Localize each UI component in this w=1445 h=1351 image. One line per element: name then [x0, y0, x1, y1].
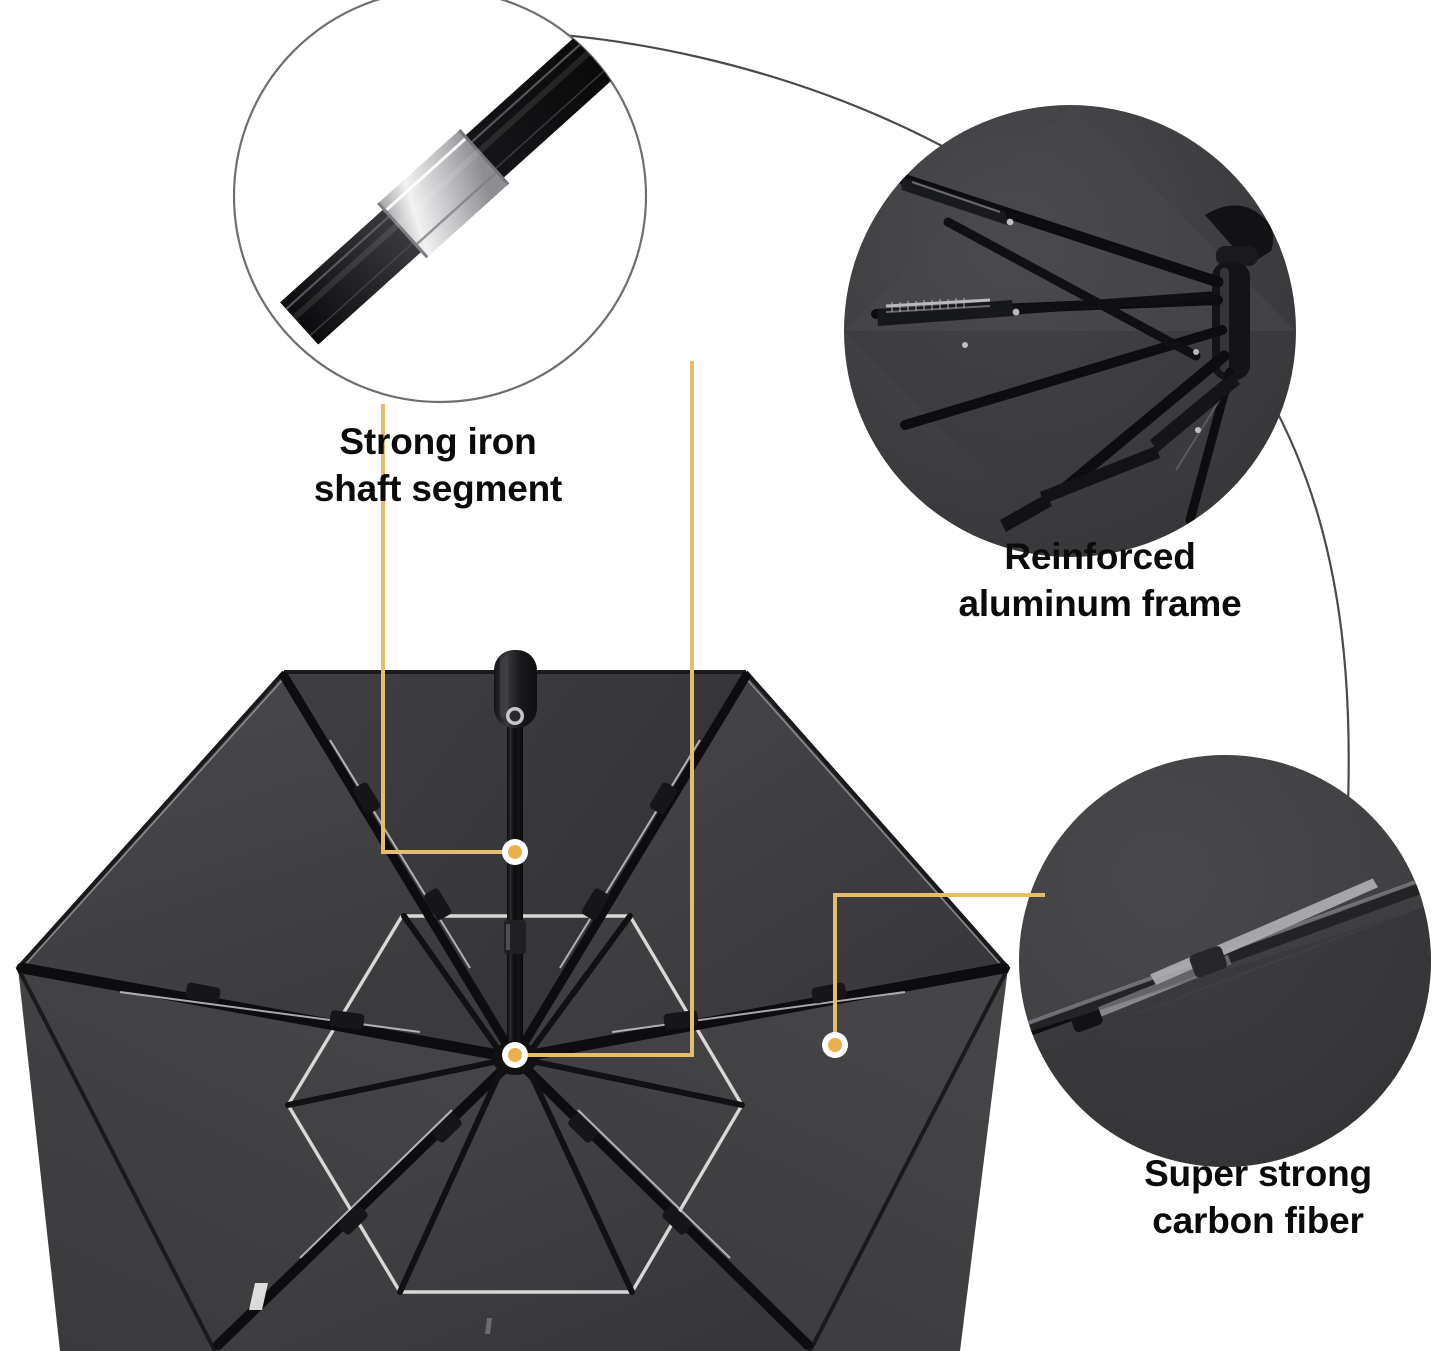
detail-circle-iron-shaft: [232, 0, 648, 404]
canopy-hem-highlight: [23, 675, 1003, 967]
callout-line-iron-shaft: [381, 404, 507, 854]
callout-dots: [502, 839, 848, 1068]
rib-upper-left: [279, 671, 520, 1063]
callout-label-aluminum-frame: Reinforced aluminum frame: [958, 536, 1242, 625]
rib-lower-right: [510, 1053, 813, 1350]
rib-upper-right: [510, 671, 751, 1063]
detail-circle-aluminum-frame: [844, 105, 1296, 557]
umbrella-stretchers: [285, 913, 745, 1295]
umbrella-shaft: [507, 716, 523, 1060]
canopy-logo-tag: [249, 1283, 268, 1310]
rib-chrome-highlights: [119, 739, 906, 1259]
callout-dot-iron-shaft: [502, 839, 528, 865]
callout-label-iron-shaft: Strong iron shaft segment: [313, 421, 563, 510]
callout-dot-carbon-fiber: [822, 1032, 848, 1058]
detail-circle-carbon-fiber: [1019, 755, 1431, 1167]
rib-right: [509, 962, 1010, 1064]
rib-hinges: [185, 782, 847, 1235]
canopy-small-mark: [485, 1318, 492, 1334]
callout-label-carbon-fiber: Super strong carbon fiber: [1144, 1153, 1372, 1242]
canopy-panel-left-lower: [18, 968, 515, 1351]
callout-line-aluminum: [523, 361, 694, 1057]
callout-line-carbon-fiber: [833, 893, 1045, 1037]
canopy-panel-right-lower: [515, 968, 1008, 1351]
umbrella-main-image: [15, 650, 1011, 1351]
callout-dot-aluminum-frame: [502, 1042, 528, 1068]
umbrella-handle: [494, 650, 537, 728]
umbrella-ribs: [16, 671, 1010, 1350]
rib-lower-left: [213, 1053, 520, 1350]
canopy-panel-bottom: [215, 1058, 810, 1351]
canopy-panel-right-upper: [515, 672, 1008, 1058]
rib-left: [16, 962, 521, 1064]
callout-connectors: [381, 361, 1045, 1057]
canopy-panel-left-upper: [18, 672, 515, 1058]
